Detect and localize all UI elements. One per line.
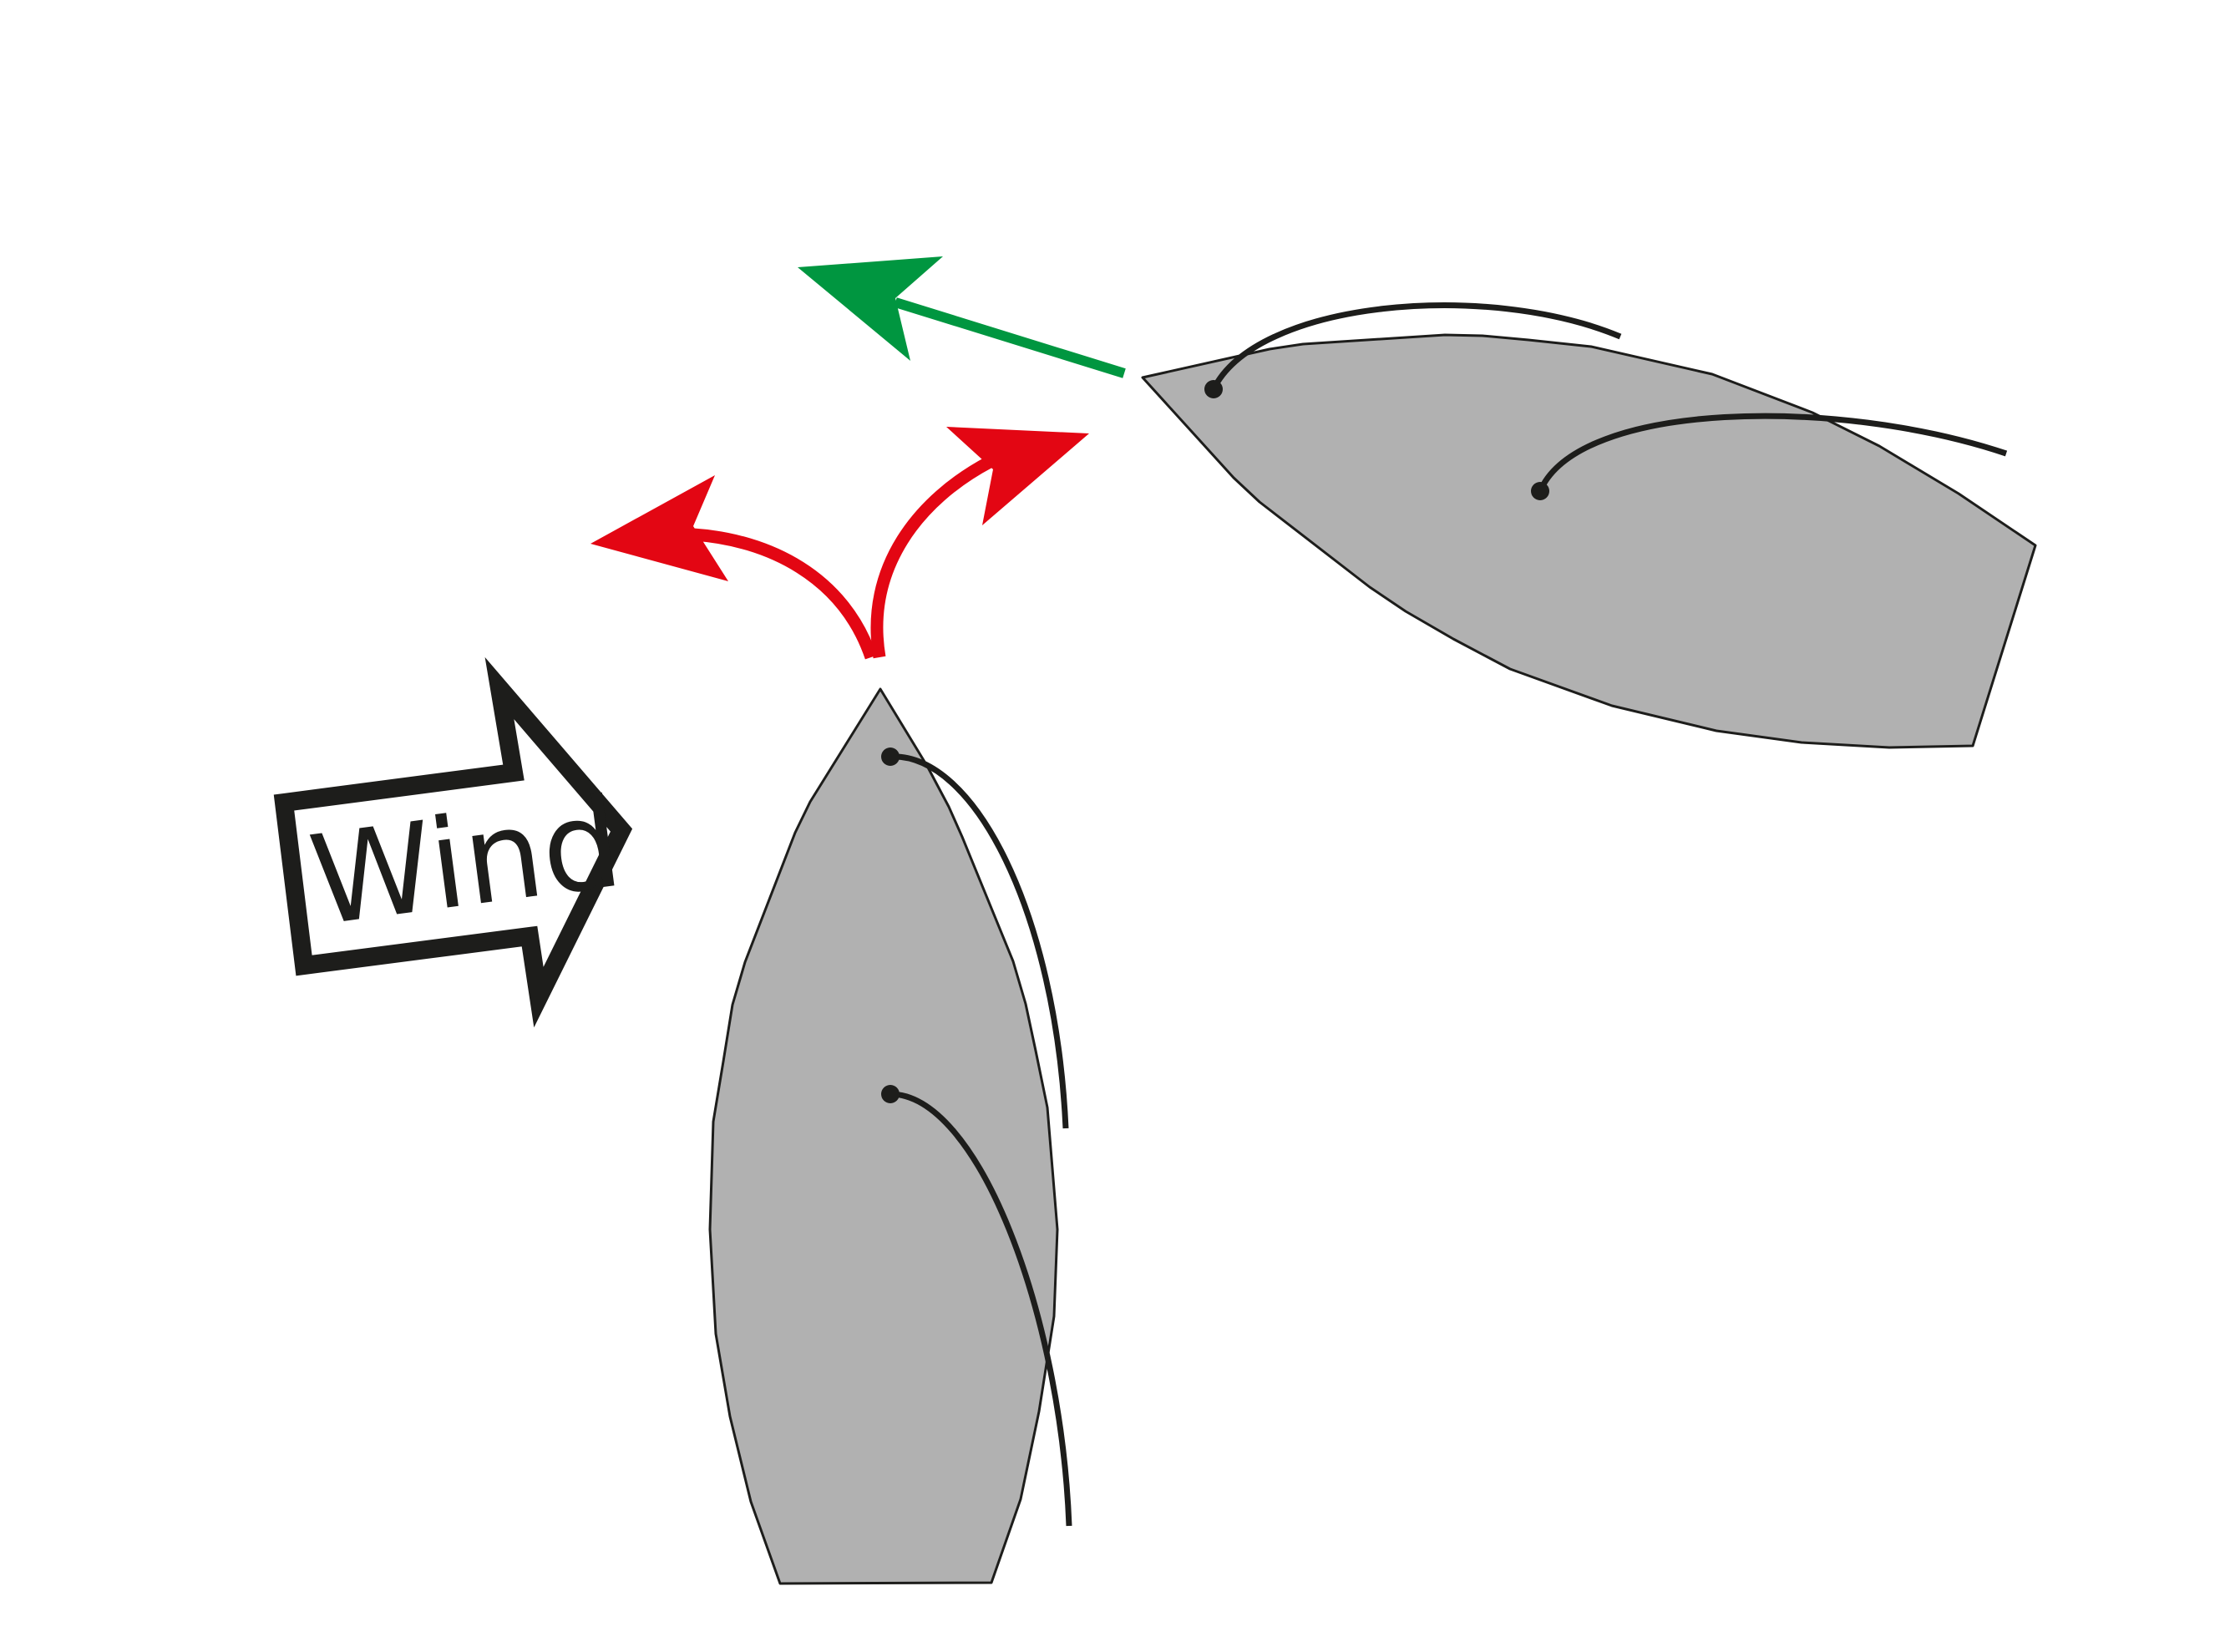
red-arrow-left [590,475,878,660]
red-arrow-right-head [946,427,1089,525]
boat-right [1141,302,2037,749]
green-arrow-shaft [894,297,1126,378]
boat-right-hull [1141,333,2037,749]
boat-bottom-forestay-point [881,747,900,766]
wind-arrow: Wind [273,656,633,1028]
boat-bottom [708,687,1072,1585]
boat-right-mainsail [1537,413,2008,493]
wind-arrow-shape [273,656,633,1028]
boat-bottom-hull [708,687,1059,1585]
boat-bottom-mainsail [890,1091,1072,1527]
boat-right-forestay-point [1204,380,1223,398]
green-arrow [798,256,1126,378]
red-arrow-right [870,427,1089,659]
red-arrow-left-head [590,475,728,581]
boat-right-mast-point [1531,482,1549,500]
boat-right-jib [1210,302,1622,391]
boat-bottom-jib [890,753,1069,1129]
boat-bottom-mast-point [881,1085,900,1103]
red-arrow-right-shaft [870,456,993,659]
red-arrow-left-shaft [692,528,878,660]
green-arrow-head [798,256,943,361]
